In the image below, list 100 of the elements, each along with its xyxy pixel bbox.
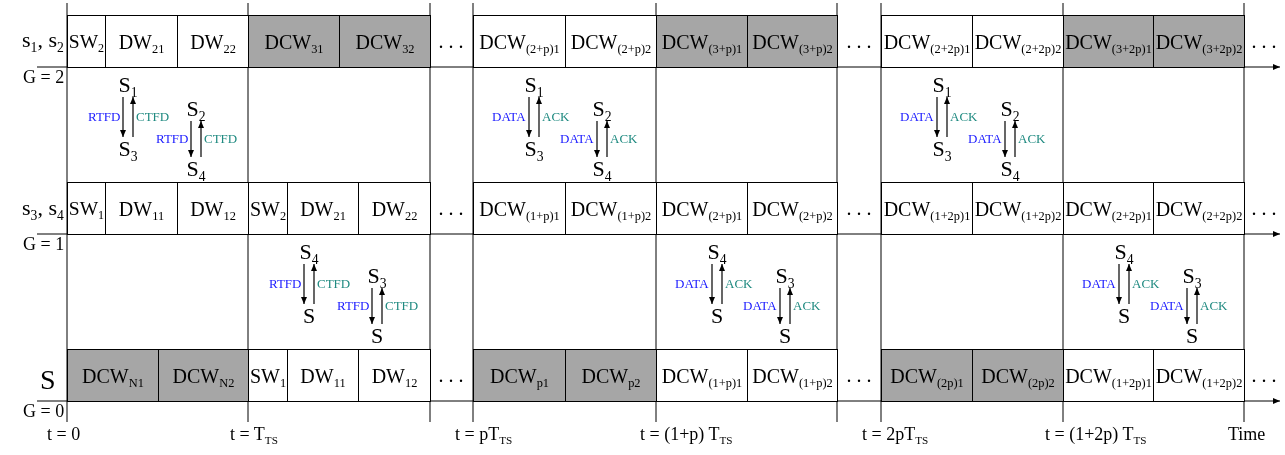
time-slot-box bbox=[565, 349, 657, 402]
station-label: S$_{3}$ bbox=[927, 137, 957, 161]
edge-label: RTFD bbox=[88, 110, 121, 124]
time-slot-box bbox=[1153, 15, 1245, 68]
edge-label: ACK bbox=[1018, 132, 1046, 146]
edge-label: RTFD bbox=[269, 277, 302, 291]
edge-label: RTFD bbox=[156, 132, 189, 146]
edge-label: ACK bbox=[950, 110, 978, 124]
station-label: S$_{2}$ bbox=[181, 97, 211, 121]
slot-label: DW$_{11}$ bbox=[300, 364, 346, 387]
ellipsis: . . . bbox=[1251, 30, 1277, 52]
time-slot-box bbox=[473, 349, 566, 402]
arrow bbox=[369, 287, 375, 325]
time-slot-box bbox=[747, 182, 838, 235]
arrow bbox=[120, 96, 126, 138]
station-label: S bbox=[1177, 324, 1207, 348]
time-slot-box bbox=[747, 349, 838, 402]
station-label: S$_{2}$ bbox=[587, 97, 617, 121]
edge-label: CTFD bbox=[204, 132, 238, 146]
station-label: S bbox=[702, 304, 732, 328]
edge-label: CTFD bbox=[136, 110, 170, 124]
time-slot-box bbox=[158, 349, 249, 402]
time-slot-box bbox=[881, 349, 973, 402]
time-slot-box bbox=[1063, 182, 1154, 235]
edge-label: DATA bbox=[560, 132, 594, 146]
edge-label: RTFD bbox=[337, 299, 370, 313]
time-slot-box bbox=[881, 182, 973, 235]
ellipsis: . . . bbox=[1251, 197, 1277, 219]
ellipsis: . . . bbox=[438, 364, 464, 386]
station-label: S$_{4}$ bbox=[702, 240, 732, 264]
station-label: S$_{4}$ bbox=[181, 157, 211, 181]
station-label: S$_{2}$ bbox=[995, 97, 1025, 121]
time-slot-box bbox=[1153, 349, 1245, 402]
arrow bbox=[604, 120, 610, 158]
slot-label: DCW$_{N2}$ bbox=[172, 364, 235, 387]
slot-label: DW$_{12}$ bbox=[371, 364, 418, 387]
station-label: S$_{3}$ bbox=[770, 264, 800, 288]
ellipsis: . . . bbox=[846, 30, 872, 52]
slot-label: DW$_{12}$ bbox=[190, 197, 236, 220]
time-label: t = (1+p) T$_{TS}$ bbox=[640, 425, 733, 445]
station-label: S$_{3}$ bbox=[1177, 264, 1207, 288]
time-label: t = 2pT$_{TS}$ bbox=[862, 425, 929, 445]
slot-label: SW$_{2}$ bbox=[249, 197, 287, 220]
arrow bbox=[379, 287, 385, 325]
arrow bbox=[1116, 263, 1122, 305]
slot-label: DW$_{22}$ bbox=[190, 30, 236, 53]
arrow bbox=[536, 96, 542, 138]
time-slot-box bbox=[105, 182, 178, 235]
edge-label: DATA bbox=[743, 299, 777, 313]
time-slot-box bbox=[248, 349, 288, 402]
time-slot-box bbox=[177, 15, 249, 68]
station-label: S bbox=[1109, 304, 1139, 328]
arrow bbox=[198, 120, 204, 158]
edge-label: DATA bbox=[1150, 299, 1184, 313]
arrow bbox=[130, 96, 136, 138]
time-slot-box bbox=[287, 349, 359, 402]
time-slot-box bbox=[565, 15, 657, 68]
time-label: t = 0 bbox=[47, 425, 81, 445]
arrow bbox=[1012, 120, 1018, 158]
station-label: S bbox=[770, 324, 800, 348]
time-slot-box bbox=[473, 182, 566, 235]
arrow bbox=[526, 96, 532, 138]
time-slot-box bbox=[656, 349, 748, 402]
edge-label: DATA bbox=[900, 110, 934, 124]
station-label: S$_{3}$ bbox=[519, 137, 549, 161]
time-slot-box bbox=[248, 182, 288, 235]
arrow bbox=[594, 120, 600, 158]
time-slot-box bbox=[972, 182, 1064, 235]
time-slot-box bbox=[1063, 349, 1154, 402]
time-slot-box bbox=[747, 15, 838, 68]
edge-label: ACK bbox=[1132, 277, 1160, 291]
time-slot-box bbox=[473, 15, 566, 68]
station-label: S$_{3}$ bbox=[362, 264, 392, 288]
slot-label: SW$_{1}$ bbox=[68, 197, 105, 220]
edge-label: ACK bbox=[610, 132, 638, 146]
ellipsis: . . . bbox=[846, 364, 872, 386]
edge-label: ACK bbox=[1200, 299, 1228, 313]
time-slot-box bbox=[358, 349, 431, 402]
time-slot-box bbox=[656, 182, 748, 235]
time-slot-box bbox=[67, 15, 106, 68]
arrow bbox=[787, 287, 793, 325]
station-label: S$_{4}$ bbox=[1109, 240, 1139, 264]
station-label: S$_{4}$ bbox=[995, 157, 1025, 181]
time-slot-box bbox=[67, 349, 159, 402]
slot-label: DW$_{21}$ bbox=[300, 197, 346, 220]
row-label: s$_{1}$, s$_{2}$ bbox=[22, 28, 64, 53]
slot-label: SW$_{2}$ bbox=[68, 30, 105, 53]
time-slot-box bbox=[972, 15, 1064, 68]
station-label: S$_{4}$ bbox=[587, 157, 617, 181]
slot-label: DCW$_{31}$ bbox=[264, 30, 324, 53]
arrow bbox=[1184, 287, 1190, 325]
edge-label: ACK bbox=[542, 110, 570, 124]
arrow bbox=[944, 96, 950, 138]
arrow bbox=[1194, 287, 1200, 325]
edge-label: DATA bbox=[968, 132, 1002, 146]
slot-label: DCW$_{N1}$ bbox=[82, 364, 144, 387]
group-label: G = 0 bbox=[23, 402, 65, 422]
arrow bbox=[719, 263, 725, 305]
slot-label: DCW$_{32}$ bbox=[355, 30, 415, 53]
time-slot-box bbox=[358, 182, 431, 235]
